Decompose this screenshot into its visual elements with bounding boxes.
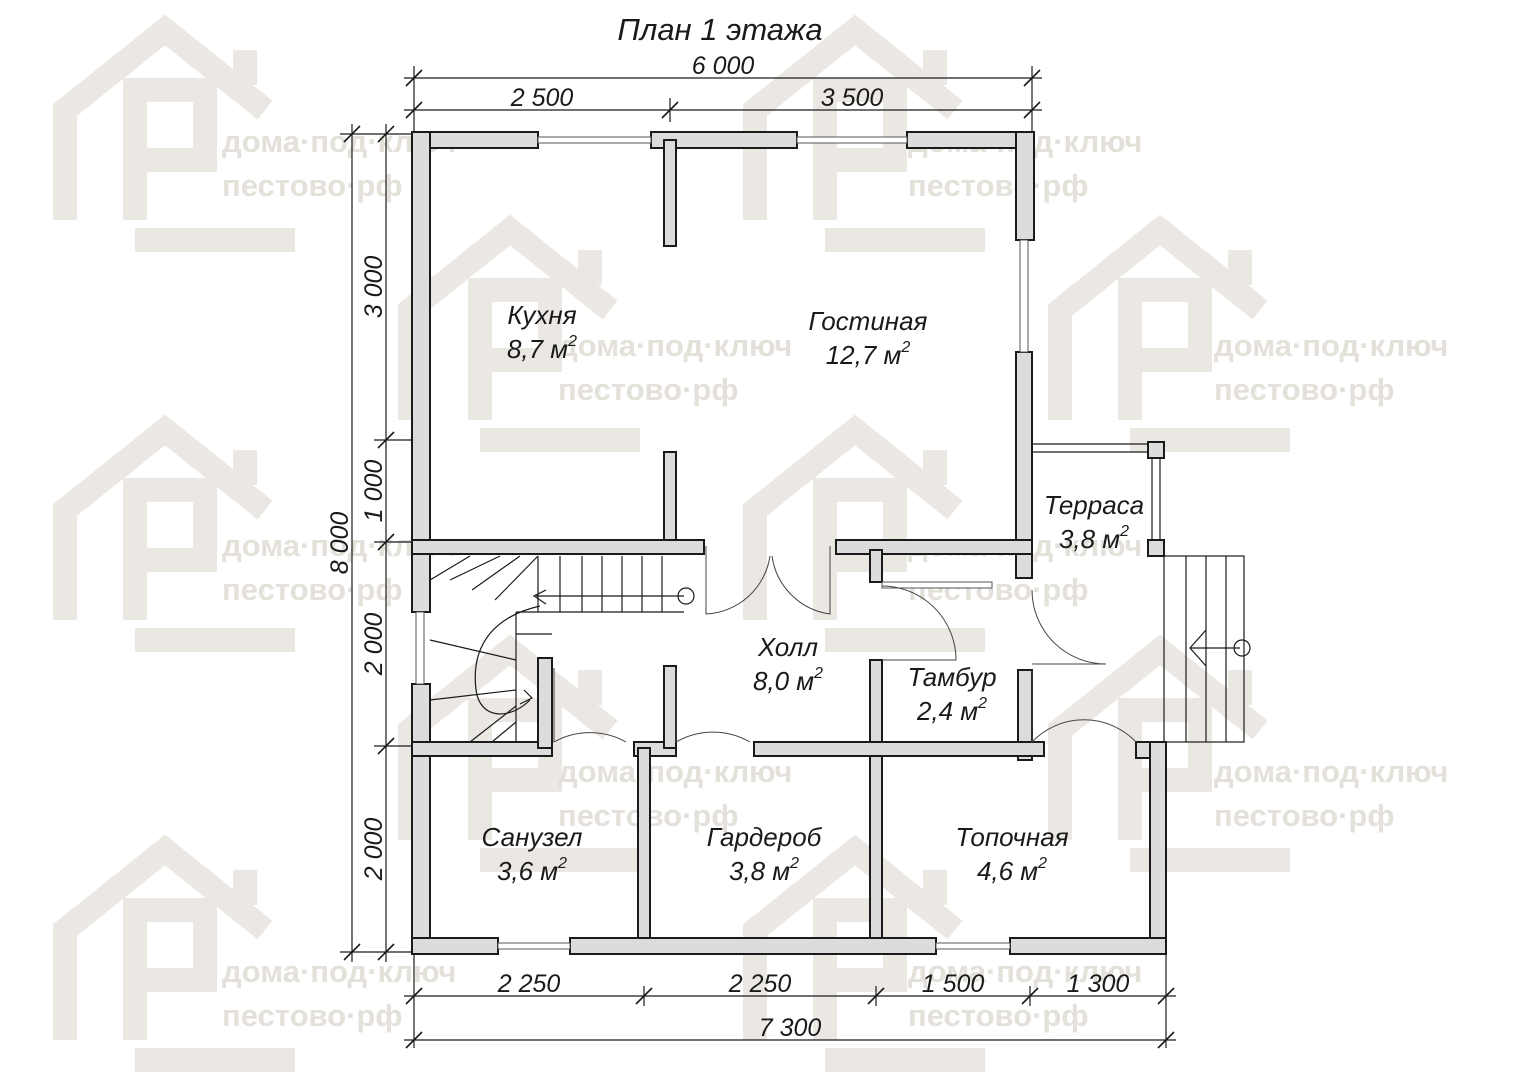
room-area: 3,6 м2	[497, 855, 567, 886]
window	[1019, 239, 1029, 353]
watermark-text: дома·под·ключ	[558, 754, 792, 789]
house-watermark-icon	[53, 14, 295, 252]
dimension-label: 3 500	[821, 84, 884, 112]
watermark-text: пестово·рф	[908, 572, 1088, 607]
watermark-text: дома·под·ключ	[1214, 328, 1448, 363]
watermark-text: дома·под·ключ	[908, 954, 1142, 989]
dimension-label: 1 000	[360, 460, 388, 523]
watermark-text: дома·под·ключ	[558, 328, 792, 363]
window	[935, 942, 1011, 950]
wall	[869, 549, 883, 583]
dimension-label: 8 000	[326, 512, 354, 575]
room-name: Гостиная	[809, 306, 928, 336]
entry-steps	[1163, 555, 1251, 743]
house-watermark-icon	[398, 214, 640, 452]
watermark-text: дома·под·ключ	[222, 954, 456, 989]
plan-title: План 1 этажа	[617, 12, 822, 47]
wall	[411, 937, 499, 955]
watermark-text: пестово·рф	[908, 168, 1088, 203]
door-swings	[553, 546, 1137, 744]
wall	[1147, 539, 1165, 557]
room-name: Кухня	[507, 300, 576, 330]
watermark-layer: дома·под·ключ пестово·рф дома·под·ключ п…	[53, 14, 1448, 1072]
windows	[415, 136, 1029, 950]
watermark-text: дома·под·ключ	[1214, 754, 1448, 789]
house-watermark-icon	[743, 834, 985, 1072]
wall	[663, 139, 677, 247]
room-area: 3,8 м2	[729, 855, 799, 886]
dimension-label: 6 000	[692, 52, 755, 80]
staircase	[429, 555, 695, 743]
room-name: Холл	[757, 632, 818, 662]
dimension-label: 2 000	[360, 818, 388, 882]
room-name: Тамбур	[907, 662, 996, 692]
room-area: 8,7 м2	[507, 333, 577, 364]
watermark-text: пестово·рф	[222, 572, 402, 607]
wall	[869, 659, 883, 941]
direction-circle	[677, 587, 695, 605]
window	[415, 611, 425, 685]
dimensions: 6 000 2 500 3 500 8 000 3 000 1 000 2 00…	[326, 52, 1176, 1049]
watermark-text: пестово·рф	[1214, 372, 1394, 407]
room-area: 2,4 м2	[916, 695, 987, 726]
wall	[663, 665, 677, 749]
dimension-label: 7 300	[759, 1014, 822, 1042]
wall	[1147, 441, 1165, 459]
room-area: 12,7 м2	[826, 339, 911, 370]
wall	[835, 539, 1033, 555]
wall	[1009, 937, 1167, 955]
walls	[411, 131, 1167, 955]
dimension-label: 2 500	[510, 84, 574, 112]
room-area: 4,6 м2	[977, 855, 1047, 886]
room-name: Топочная	[955, 822, 1068, 852]
room-labels: Кухня 8,7 м2 Гостиная 12,7 м2 Терраса 3,…	[482, 300, 1145, 886]
house-watermark-icon	[743, 414, 985, 652]
wall	[411, 539, 705, 555]
wall	[753, 741, 1045, 757]
room-area: 3,8 м2	[1059, 523, 1129, 554]
room-area: 8,0 м2	[753, 665, 823, 696]
wall	[1149, 741, 1167, 955]
dimension-label: 1 300	[1067, 970, 1130, 998]
direction-circle	[1233, 639, 1251, 657]
watermark-text: пестово·рф	[558, 372, 738, 407]
terrace-railing	[1032, 443, 1161, 540]
dimension-label: 1 500	[922, 970, 985, 998]
wall	[411, 683, 431, 955]
wall	[663, 451, 677, 543]
house-watermark-icon	[1048, 634, 1290, 872]
watermark-text: пестово·рф	[222, 998, 402, 1033]
dimension-label: 2 250	[728, 970, 792, 998]
wall	[411, 741, 553, 757]
dimension-label: 2 250	[497, 970, 561, 998]
room-name: Терраса	[1044, 490, 1144, 520]
window	[881, 581, 993, 589]
house-watermark-icon	[1048, 214, 1290, 452]
room-name: Гардероб	[707, 822, 823, 852]
watermark-text: пестово·рф	[222, 168, 402, 203]
dimension-label: 3 000	[360, 256, 388, 319]
wall	[906, 131, 1035, 149]
window	[537, 136, 652, 144]
window	[497, 942, 571, 950]
room-name: Санузел	[482, 822, 583, 852]
wall	[1015, 131, 1035, 241]
house-watermark-icon	[53, 414, 295, 652]
wall	[637, 747, 651, 943]
window	[796, 136, 908, 144]
house-watermark-icon	[743, 14, 985, 252]
house-watermark-icon	[53, 834, 295, 1072]
wall	[569, 937, 937, 955]
wall	[537, 657, 553, 749]
watermark-text: пестово·рф	[908, 998, 1088, 1033]
watermark-text: пестово·рф	[1214, 798, 1394, 833]
dimension-label: 2 000	[360, 613, 388, 677]
